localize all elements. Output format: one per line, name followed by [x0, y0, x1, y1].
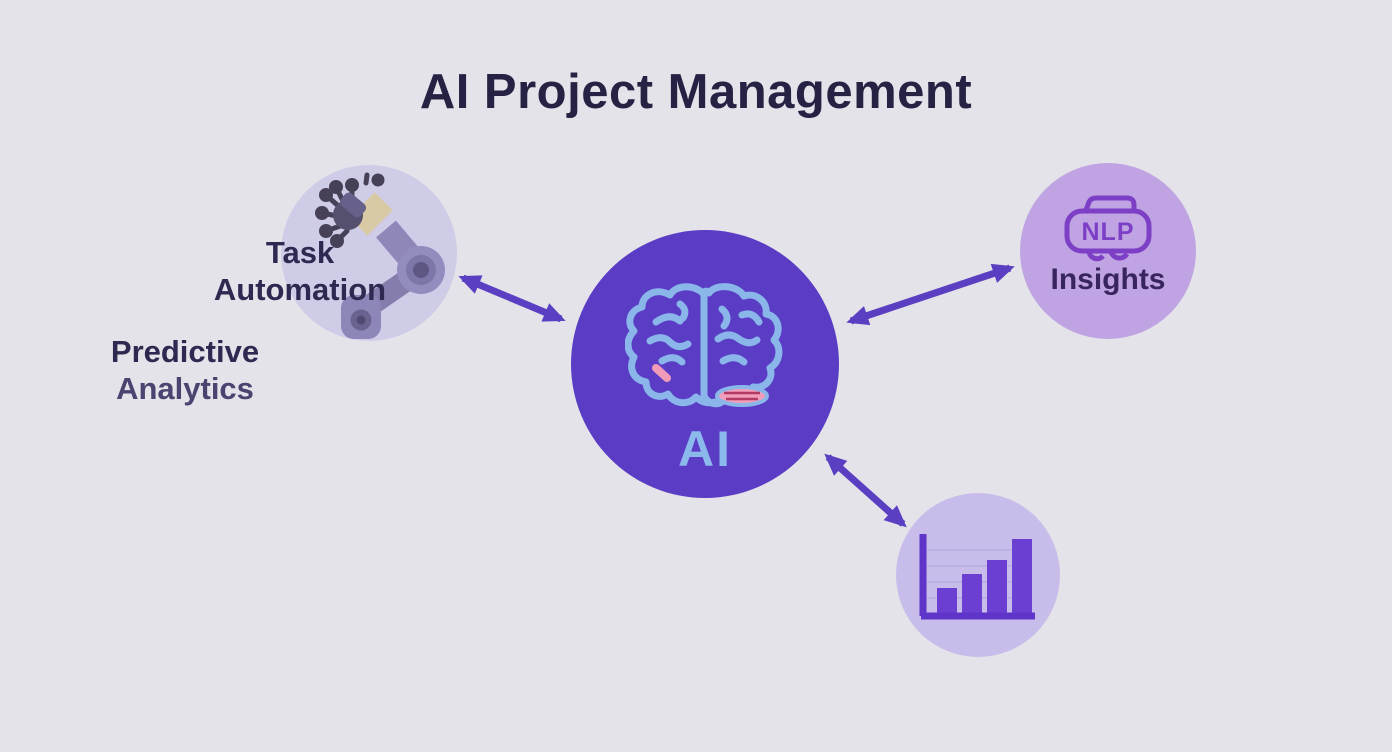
brain-icon	[625, 283, 783, 408]
arrow-center-to-chart	[824, 453, 907, 528]
label-insights: Insights	[1050, 263, 1166, 296]
label-task-line1: Task	[265, 235, 335, 270]
node-ai-center: AI	[571, 230, 839, 498]
label-predictive-analytics: Predictive Analytics	[75, 333, 295, 407]
bar-chart-icon	[919, 533, 1035, 619]
node-nlp-insights: NLP Insights	[1020, 163, 1196, 339]
page-title: AI Project Management	[419, 65, 973, 119]
arrow-center-to-task	[458, 274, 566, 323]
node-task-automation	[281, 165, 457, 341]
robot-arm-icon	[315, 172, 445, 339]
label-task-line2: Automation	[213, 272, 387, 307]
label-predictive-line2: Analytics	[116, 371, 254, 406]
speech-bubble-icon: NLP	[1053, 191, 1163, 267]
ai-center-label: AI	[678, 421, 732, 477]
label-predictive-line1: Predictive	[110, 334, 260, 369]
arrow-center-to-nlp	[846, 263, 1015, 326]
nlp-bubble-text: NLP	[1082, 218, 1135, 246]
label-task-automation: Task Automation	[190, 234, 410, 308]
node-analytics-chart	[896, 493, 1060, 657]
